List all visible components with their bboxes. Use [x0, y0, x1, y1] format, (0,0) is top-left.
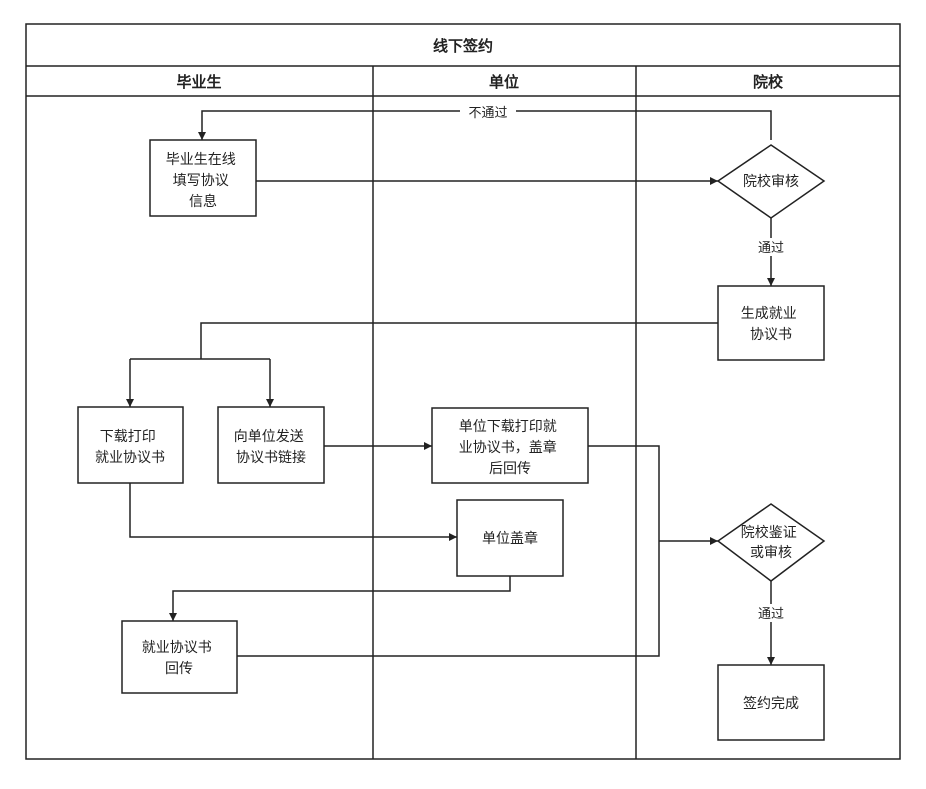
node-label-generate: 生成就业 协议书 [741, 306, 801, 343]
node-school-verify-line2: 或审核 [750, 545, 792, 561]
decision-school-review [716, 144, 826, 219]
edge-label-pass2: 通过 [758, 607, 784, 622]
edge-label-bg-pass1 [748, 238, 794, 256]
diagram-title: 线下签约 [433, 37, 493, 55]
node-label-employer-stamp: 单位盖章 [482, 530, 538, 547]
edge-collect-line [237, 445, 660, 657]
edge-label-pass1: 通过 [758, 241, 784, 256]
node-return-doc-line1: 就业协议书 [142, 640, 212, 656]
edge-label-bg-pass2 [748, 604, 794, 622]
node-send-link-line1: 向单位发送 [234, 429, 304, 445]
node-send-link-line2: 协议书链接 [236, 449, 306, 466]
node-fill-info-line2: 填写协议 [173, 173, 229, 189]
node-employer-download [431, 407, 589, 484]
lane-header-school: 院校 [753, 73, 784, 91]
edge-stamp-to-return [169, 576, 511, 621]
node-employer-download-line2: 业协议书，盖章 [459, 439, 557, 456]
node-download-print-line2: 就业协议书 [95, 450, 165, 466]
node-label-fill-info: 毕业生在线 填写协议 信息 [166, 152, 240, 210]
node-sign-complete-line1: 签约完成 [743, 695, 799, 712]
node-fill-info-line3: 信息 [189, 193, 217, 210]
lane-header-employer: 单位 [489, 73, 519, 91]
node-download-print-line1: 下载打印 [100, 428, 156, 445]
lane-header-student: 毕业生 [176, 73, 221, 91]
outer-border [25, 23, 901, 760]
node-return-doc [121, 620, 238, 694]
node-label-sign-complete: 签约完成 [743, 695, 799, 712]
edge-label-bg-reject [460, 103, 516, 120]
node-generate-line1: 生成就业 [741, 306, 797, 322]
edge-print-to-stamp [129, 483, 457, 541]
node-label-download-print: 下载打印 就业协议书 [95, 428, 165, 466]
node-school-verify-line1: 院校鉴证 [741, 524, 797, 541]
node-download-print [77, 406, 184, 484]
node-label-school-verify: 院校鉴证 或审核 [741, 524, 801, 561]
node-generate-agreement [717, 285, 825, 361]
node-employer-stamp [456, 499, 564, 577]
node-send-link [217, 406, 325, 484]
decision-school-verify [716, 503, 826, 582]
node-return-doc-line2: 回传 [165, 661, 193, 677]
node-label-return-doc: 就业协议书 回传 [142, 640, 216, 677]
node-label-employer-download: 单位下载打印就 业协议书，盖章 后回传 [459, 418, 561, 477]
node-label-send-link: 向单位发送 协议书链接 [234, 429, 308, 466]
node-generate-line2: 协议书 [750, 327, 792, 343]
node-label-school-review: 院校审核 [743, 173, 799, 190]
edge-label-reject: 不通过 [468, 106, 507, 121]
node-fill-info-line1: 毕业生在线 [166, 152, 236, 168]
node-sign-complete [717, 664, 825, 741]
edge-generate-trunk [200, 322, 718, 359]
node-employer-download-line3: 后回传 [489, 461, 531, 477]
node-fill-info [149, 139, 257, 217]
node-school-review-line1: 院校审核 [743, 173, 799, 190]
node-employer-download-line1: 单位下载打印就 [459, 418, 557, 435]
node-employer-stamp-line1: 单位盖章 [482, 530, 538, 547]
